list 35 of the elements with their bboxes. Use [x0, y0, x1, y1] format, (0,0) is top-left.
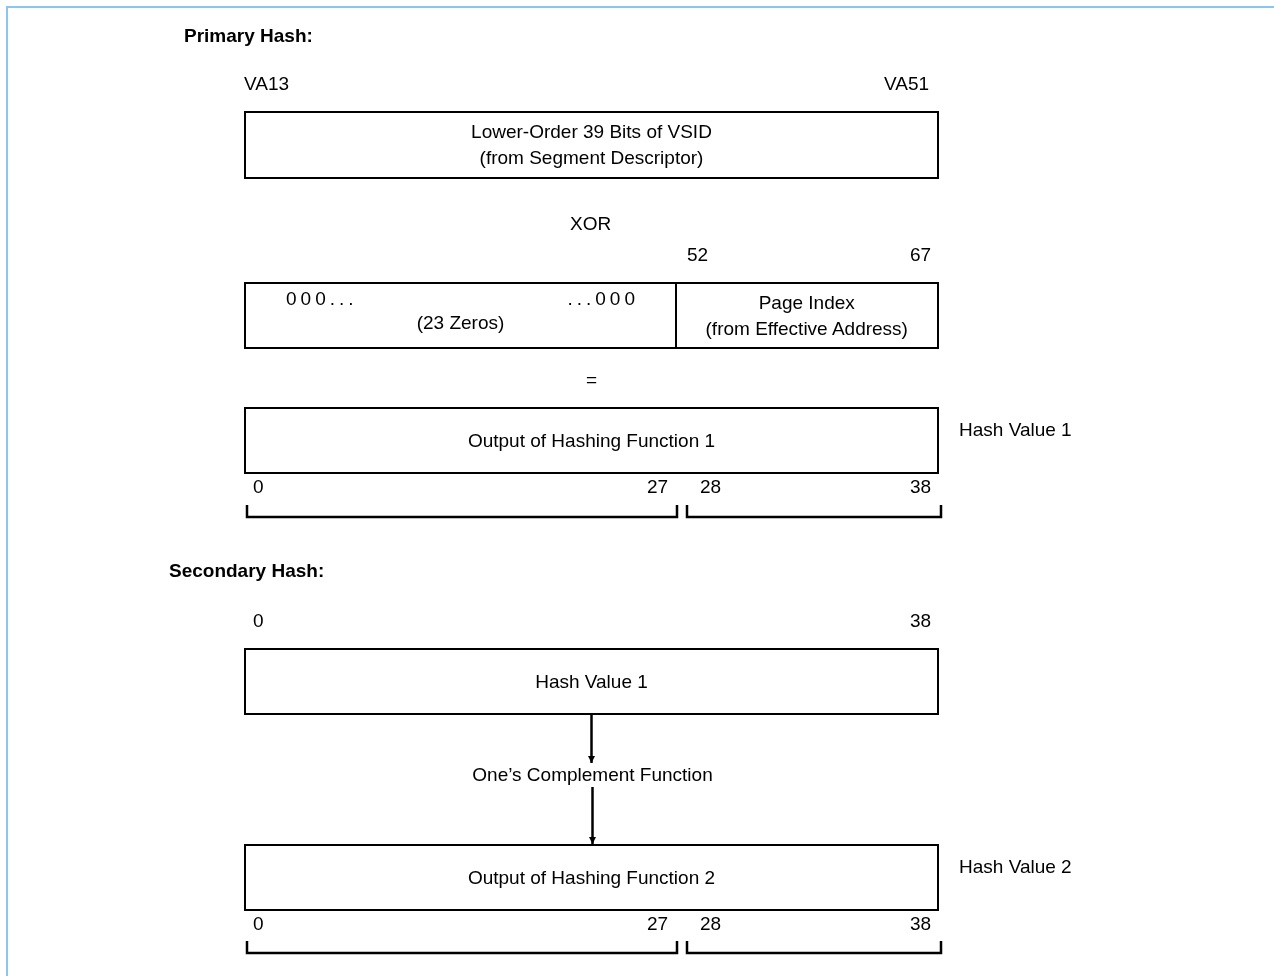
bit-number: 0: [253, 913, 264, 935]
bit-label: VA51: [884, 73, 930, 95]
field-text: Output of Hashing Function 2: [466, 865, 717, 890]
field-text: Lower-Order 39 Bits of VSID (from Segment Descriptor): [470, 120, 713, 170]
field-text: Output of Hashing Function 1: [466, 428, 717, 453]
bit-number: 28: [700, 913, 722, 935]
bit-field-box: [244, 111, 939, 179]
bit-field-box: [674, 282, 939, 349]
field-text: Page Index (from Effective Address): [704, 290, 909, 341]
bit-number: 38: [910, 610, 932, 632]
register-name: Hash Value 1: [959, 419, 1072, 441]
function-label: One’s Complement Function: [440, 763, 745, 787]
operator-label: =: [586, 369, 598, 391]
bit-number: 0: [253, 476, 264, 498]
bit-number: 27: [647, 476, 669, 498]
arrow: [589, 787, 596, 844]
bit-number: 38: [910, 913, 932, 935]
bit-field-box: [244, 282, 677, 349]
bit-number: 27: [647, 913, 669, 935]
section-heading: Primary Hash:: [184, 25, 313, 47]
field-text: (23 Zeros): [415, 312, 506, 334]
bit-field-box: [244, 648, 939, 715]
bit-pattern-text: ...000: [567, 288, 639, 310]
bit-number: 0: [253, 610, 264, 632]
arrow: [588, 715, 595, 763]
bit-number: 52: [687, 244, 709, 266]
section-heading: Secondary Hash:: [169, 560, 325, 582]
field-text: Hash Value 1: [534, 669, 649, 694]
register-name: Hash Value 2: [959, 856, 1072, 878]
bit-number: 38: [910, 476, 932, 498]
bit-number: 28: [700, 476, 722, 498]
operator-label: XOR: [570, 213, 612, 235]
bit-pattern-text: 000...: [286, 288, 358, 310]
bit-label: VA13: [244, 73, 290, 95]
bit-number: 67: [910, 244, 932, 266]
